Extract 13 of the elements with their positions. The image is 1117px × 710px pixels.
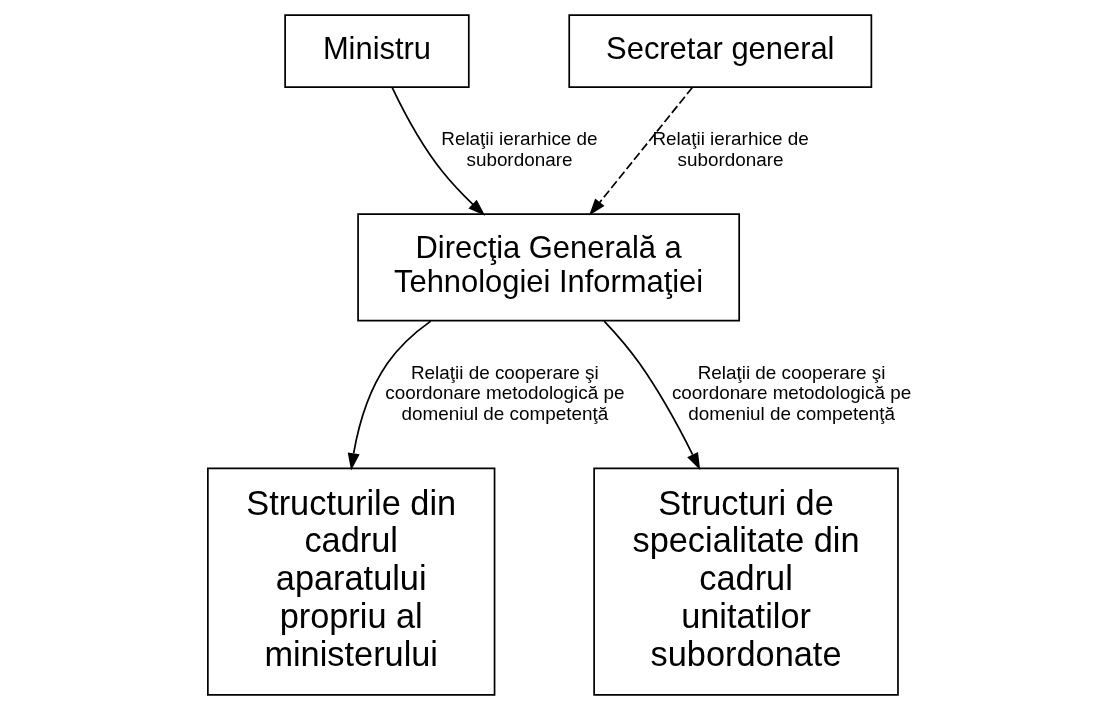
arrow <box>603 320 701 471</box>
edge-label: Relaţii ierarhice de subordonare <box>441 128 598 170</box>
edge-label: Relaţii ierarhice de subordonare <box>652 128 809 170</box>
node-box: Ministru <box>284 14 470 89</box>
edge-label: Relaţii de cooperare şi coordonare metodologică pe domeniul de competenţă <box>385 361 625 424</box>
arrow <box>391 86 486 216</box>
node-box: Structuri de specialitate din cadrul unitatilor subordonate <box>593 467 899 696</box>
arrow <box>589 86 694 216</box>
arrow <box>347 320 432 471</box>
node-box: Structurile din cadrul aparatului propriu al ministerului <box>207 467 496 696</box>
node-box: Secretar general <box>568 14 873 89</box>
node-box: Direcţia Generală a Tehnologiei Informaţiei <box>357 213 741 322</box>
edge-label: Relaţii de cooperare şi coordonare metodologică pe domeniul de competenţă <box>671 361 912 424</box>
